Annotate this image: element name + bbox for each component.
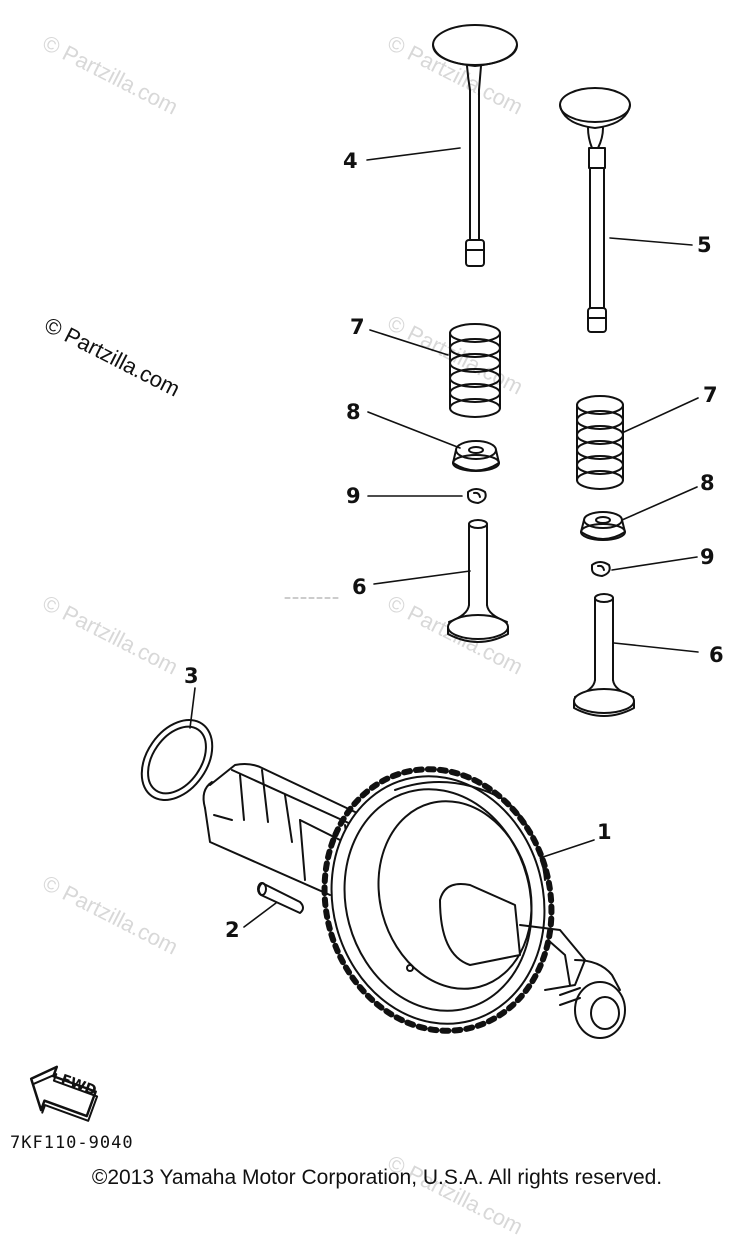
- lifter-6-right: [573, 593, 635, 717]
- spring-7-right: [576, 395, 624, 490]
- callout-5: 5: [697, 233, 712, 257]
- copyright-notice: ©2013 Yamaha Motor Corporation, U.S.A. A…: [91, 1166, 663, 1189]
- callout-1: 1: [597, 820, 612, 844]
- drawing-code: 7KF110-9040: [10, 1133, 134, 1153]
- retainer-8-right: [580, 511, 626, 541]
- cotter-9-left: [467, 488, 487, 504]
- spring-7-left: [449, 323, 501, 418]
- callout-7-left: 7: [350, 315, 365, 339]
- callout-9-right: 9: [700, 545, 715, 569]
- parts-diagram: © Partzilla.com © Partzilla.com © Partzi…: [10, 24, 724, 1240]
- callout-6-right: 6: [709, 643, 724, 667]
- lifter-6-left: [447, 519, 509, 643]
- callout-8-left: 8: [346, 400, 361, 424]
- valve-5: [559, 87, 631, 333]
- cotter-9-right: [591, 561, 611, 577]
- callout-4: 4: [343, 149, 358, 173]
- callout-2: 2: [225, 918, 240, 942]
- exploded-view-drawing: FWD: [29, 24, 699, 1122]
- callout-9-left: 9: [346, 484, 361, 508]
- retainer-8-left: [452, 440, 500, 472]
- callout-3: 3: [184, 664, 199, 688]
- camshaft-1: [202, 763, 626, 1039]
- valve-4: [432, 24, 518, 267]
- callout-7-right: 7: [703, 383, 718, 407]
- leader-lines: [189, 147, 699, 928]
- pin-2: [257, 882, 304, 914]
- fwd-arrow-icon: [29, 1065, 99, 1122]
- oring-3: [140, 719, 214, 801]
- callout-8-right: 8: [700, 471, 715, 495]
- callout-6-left: 6: [352, 575, 367, 599]
